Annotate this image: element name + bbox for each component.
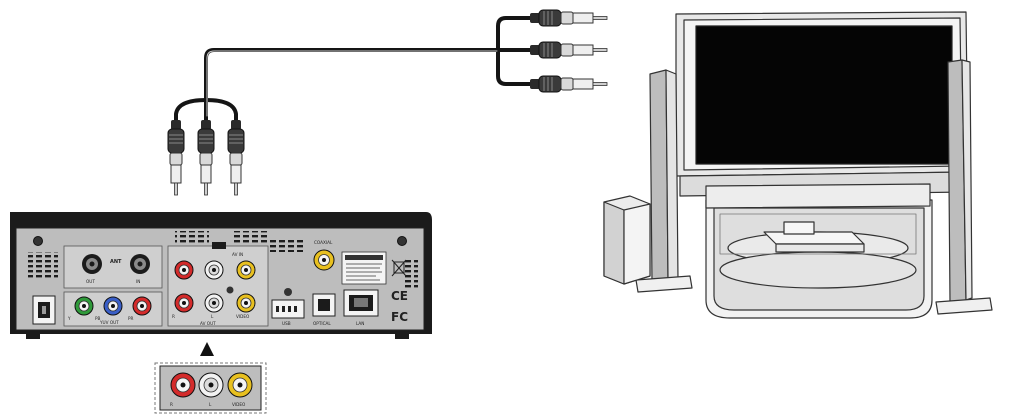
yuv-y-jack: [75, 297, 93, 315]
rca-plug-down-left: [168, 120, 184, 195]
inset-l-jack: [199, 373, 223, 397]
rca-plug-down-right: [228, 120, 244, 195]
media-player: ANT OUT IN Y PB PR YUV OUT AV IN: [10, 212, 432, 339]
yuv-pr-label: PR: [128, 316, 134, 321]
av-in-label: AV IN: [232, 252, 243, 257]
av-in-r-jack: [175, 261, 193, 279]
vent-grille: [268, 238, 304, 252]
ant-label: ANT: [110, 259, 122, 265]
cable-branch-bottom: [498, 50, 532, 84]
screw-icon: [284, 288, 292, 296]
ant-in-label: IN: [136, 279, 140, 284]
av-indicator-slot: [212, 242, 226, 249]
yuv-y-label: Y: [67, 316, 71, 321]
av-out-video-label: VIDEO: [236, 314, 250, 319]
av-group: [168, 246, 268, 326]
av-in-l-jack: [205, 261, 223, 279]
screw-icon: [227, 287, 234, 294]
yuv-out-label: YUV OUT: [99, 320, 119, 325]
inset-video-label: VIDEO: [232, 402, 246, 407]
vent-grille: [28, 252, 58, 280]
subwoofer: [604, 196, 650, 284]
tv-stand: [706, 200, 932, 318]
lan-label: LAN: [356, 321, 364, 326]
av-out-video-jack: [237, 294, 255, 312]
main-cable: [206, 50, 498, 118]
rca-plug-right-middle: [530, 42, 607, 58]
rca-plug-down-center: [198, 120, 214, 195]
av-out-r-label: R: [172, 314, 175, 319]
cable-branch-right: [206, 100, 236, 122]
tv-screen: [696, 26, 952, 164]
av-cable: [176, 18, 532, 122]
vent-grille: [404, 260, 418, 290]
ant-out-connector: [82, 254, 102, 274]
vent-grille: [175, 231, 209, 243]
rca-plugs-left: [168, 120, 244, 195]
fc-mark: FC: [391, 310, 408, 324]
ant-in-connector: [130, 254, 150, 274]
av-in-video-jack: [237, 261, 255, 279]
vent-grille: [232, 231, 268, 243]
coaxial-label: COAXIAL: [314, 240, 333, 245]
inset-video-jack: [228, 373, 252, 397]
screw-icon: [34, 237, 43, 246]
ce-mark: CE: [391, 289, 408, 303]
cable-branch-left: [176, 100, 206, 122]
optical-label: OPTICAL: [313, 321, 331, 326]
av-out-l-jack: [205, 294, 223, 312]
rca-plug-right-bottom: [530, 76, 607, 92]
rca-plug-right-top: [530, 10, 607, 26]
inset-r-label: R: [170, 402, 173, 407]
cable-branch-top: [498, 18, 532, 50]
ant-out-label: OUT: [86, 279, 95, 284]
inset-r-jack: [171, 373, 195, 397]
av-out-r-jack: [175, 294, 193, 312]
yuv-pr-jack: [133, 297, 151, 315]
av-out-label: AV OUT: [200, 321, 216, 326]
rca-plugs-right: [530, 10, 607, 92]
inset-av-jacks: R L VIDEO: [155, 363, 266, 413]
tv: [676, 12, 968, 208]
coaxial-jack: [314, 250, 334, 270]
pointer-arrow-icon: [200, 342, 214, 356]
home-theater: [604, 12, 992, 318]
yuv-pb-jack: [104, 297, 122, 315]
screw-icon: [398, 237, 407, 246]
usb-label: USB: [282, 321, 291, 326]
